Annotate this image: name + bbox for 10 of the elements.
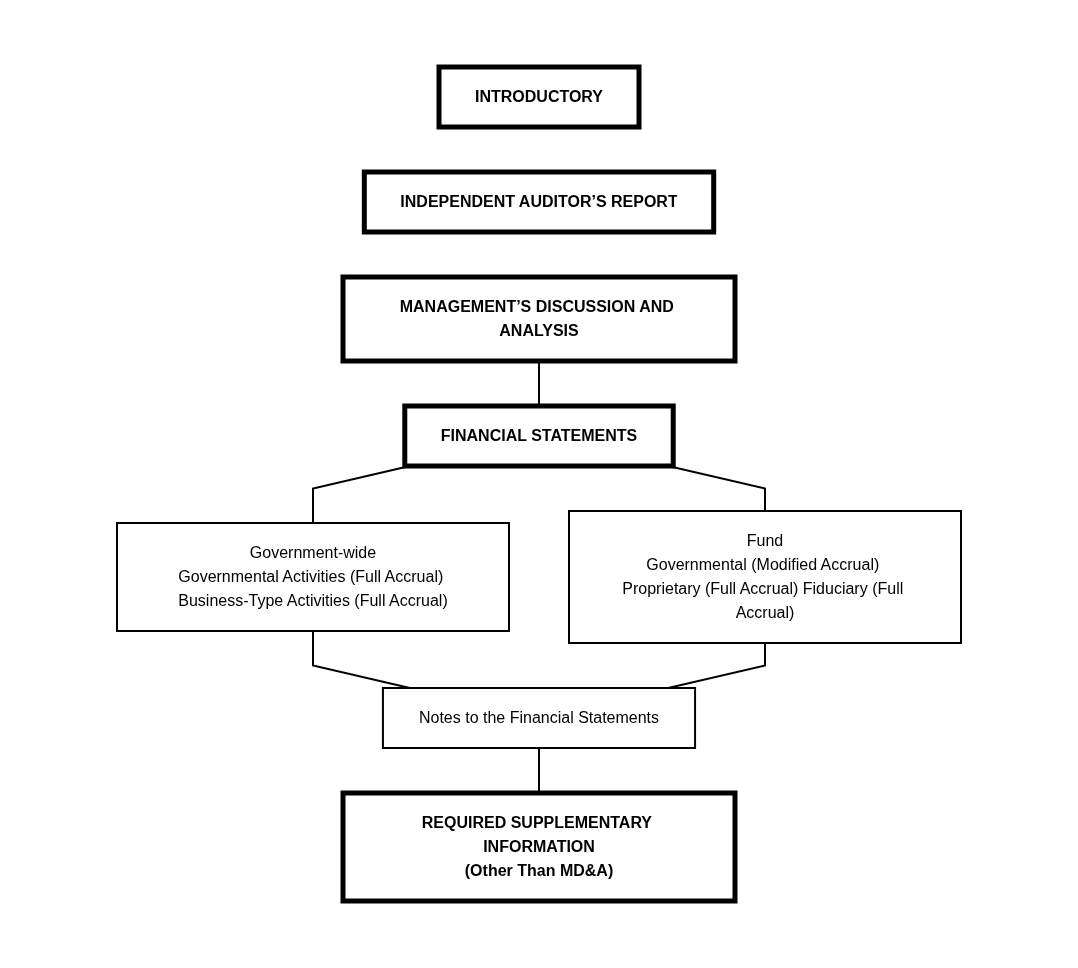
connector [667, 642, 766, 689]
node-box: Fund Governmental (Modified Accrual) Proprietary (Full Accrual) Fiduciary (Full Accrual) [568, 510, 962, 644]
node-box: FINANCIAL STATEMENTS [402, 403, 676, 469]
node-box: INTRODUCTORY [436, 64, 642, 130]
node-box: MANAGEMENT’S DISCUSSION AND ANALYSIS [340, 274, 738, 364]
node-box: Government-wide Governmental Activities (Full Accrual) Business-Type Activities (Full Accrual) [116, 522, 510, 632]
node-box: INDEPENDENT AUDITOR’S REPORT [361, 169, 717, 235]
node-box: REQUIRED SUPPLEMENTARY INFORMATION (Other Than MD&A) [340, 790, 738, 904]
connector [312, 630, 411, 689]
node-box: Notes to the Financial Statements [381, 687, 697, 749]
